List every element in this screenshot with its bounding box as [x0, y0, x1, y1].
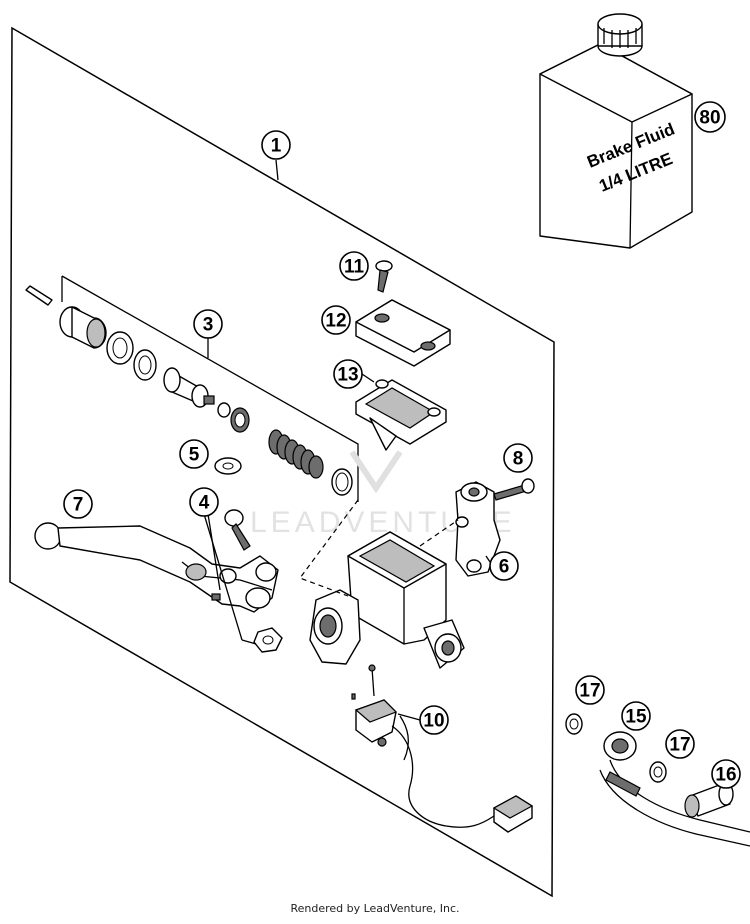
- spring: [268, 429, 324, 479]
- leader-1: [275, 159, 279, 181]
- svg-text:3: 3: [203, 315, 214, 336]
- callout-7: 7: [63, 489, 93, 519]
- svg-text:17: 17: [669, 735, 690, 756]
- reservoir-diaphragm: [355, 379, 447, 451]
- clamp-bolt: [493, 478, 535, 501]
- callout-80: 80: [694, 101, 726, 133]
- leader-4c: [241, 639, 257, 645]
- svg-text:80: 80: [699, 108, 720, 129]
- reservoir-cover: [355, 299, 451, 367]
- assembly-frame: [9, 26, 555, 898]
- svg-text:16: 16: [715, 765, 736, 786]
- callout-12: 12: [321, 305, 351, 335]
- brake-hose: [599, 759, 750, 847]
- svg-text:12: 12: [325, 311, 346, 332]
- callout-13: 13: [333, 359, 363, 389]
- piston-kit-parts: [59, 306, 353, 496]
- master-cylinder-body: [309, 531, 465, 669]
- svg-text:5: 5: [189, 445, 200, 466]
- callout-1: 1: [261, 130, 291, 160]
- banjo-bolt: [684, 782, 734, 818]
- callout-15: 15: [621, 701, 651, 731]
- reservoir-screw: [375, 260, 393, 293]
- svg-text:8: 8: [513, 449, 524, 470]
- callout-5: 5: [179, 439, 209, 469]
- callout-6: 6: [489, 551, 519, 581]
- callout-3: 3: [193, 309, 223, 339]
- pin: [25, 285, 53, 306]
- brake-fluid-can: Brake Fluid 1/4 LITRE: [539, 13, 693, 249]
- svg-text:17: 17: [579, 681, 600, 702]
- brake-light-switch: [351, 664, 534, 833]
- svg-text:15: 15: [625, 707, 647, 728]
- callout-16: 16: [711, 759, 741, 789]
- pivot-bolt: [224, 509, 283, 653]
- piston-kit-frame: [61, 275, 359, 502]
- svg-text:11: 11: [344, 257, 365, 278]
- leader-4b: [203, 513, 243, 641]
- svg-text:13: 13: [337, 365, 358, 386]
- callout-17-upper: 17: [575, 675, 605, 705]
- leader-13: [361, 373, 375, 383]
- svg-text:10: 10: [423, 711, 444, 732]
- leader-10: [397, 713, 421, 721]
- svg-text:4: 4: [199, 493, 210, 514]
- footer-credit: Rendered by LeadVenture, Inc.: [290, 902, 460, 915]
- banjo-fitting: [603, 731, 641, 797]
- callout-10: 10: [419, 705, 449, 735]
- svg-text:7: 7: [73, 495, 84, 516]
- svg-text:1: 1: [271, 136, 282, 157]
- callout-11: 11: [339, 251, 369, 281]
- callout-8: 8: [503, 443, 533, 473]
- leader-6: [485, 555, 491, 563]
- leader-4: [207, 513, 221, 591]
- callout-4: 4: [189, 487, 219, 517]
- svg-text:6: 6: [499, 557, 510, 578]
- assembly-line-lever: [419, 519, 459, 547]
- callout-17-lower: 17: [665, 729, 695, 759]
- handlebar-clamp: [455, 481, 501, 577]
